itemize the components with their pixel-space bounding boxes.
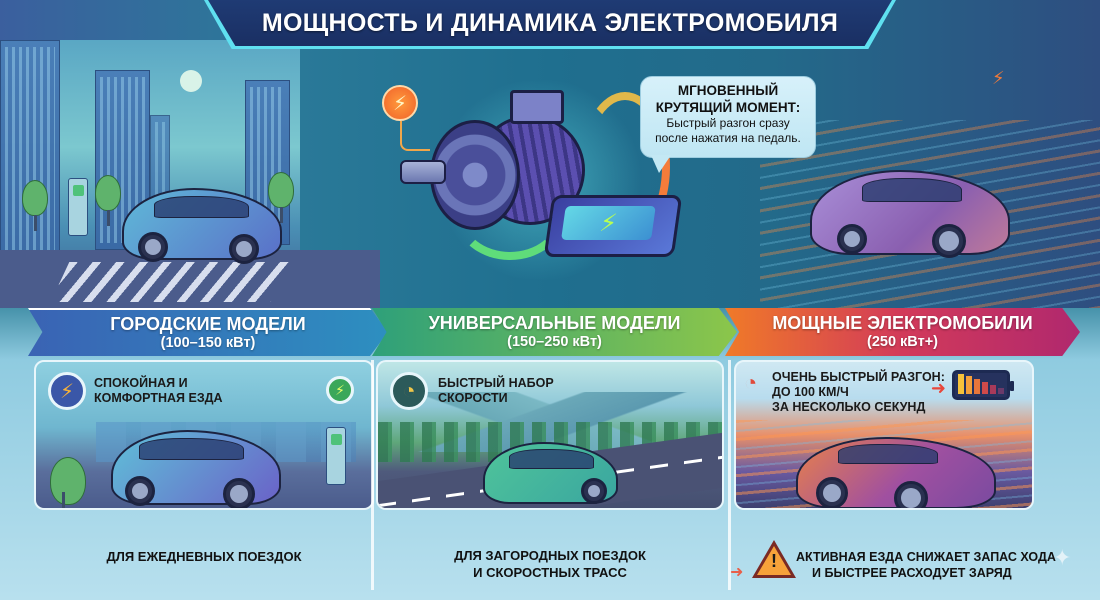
- arrow-right-icon: ➜: [730, 564, 744, 581]
- fast-speedometer-icon: ◔: [744, 370, 758, 395]
- callout-heading: МГНОВЕННЫЙ: [677, 83, 779, 98]
- page-title: МОЩНОСТЬ И ДИНАМИКА ЭЛЕКТРОМОБИЛЯ: [261, 8, 839, 37]
- tree-icon: [95, 175, 121, 226]
- card-powerful-evs: ◔ ОЧЕНЬ БЫСТРЫЙ РАЗГОН: ДО 100 КМ/Ч ЗА Н…: [734, 360, 1034, 510]
- ribbon-range: (100–150 кВт): [160, 335, 256, 351]
- warning-icon-fill: [757, 546, 791, 575]
- charging-icon: ⚡: [326, 376, 354, 404]
- city-car-illustration: [122, 188, 282, 264]
- battery-level-icon: [952, 370, 1014, 400]
- sparkle-icon: ✦: [1053, 545, 1072, 570]
- caption-universal: ДЛЯ ЗАГОРОДНЫХ ПОЕЗДОК И СКОРОСТНЫХ ТРАС…: [454, 548, 646, 580]
- ribbon-range: (150–250 кВт): [507, 334, 602, 350]
- curved-arrow-icon: [455, 170, 565, 260]
- motor-shaft: [400, 160, 446, 184]
- sports-car-illustration: [810, 170, 1010, 258]
- title-banner: МОЩНОСТЬ И ДИНАМИКА ЭЛЕКТРОМОБИЛЯ: [208, 0, 892, 46]
- charging-station-icon: [68, 178, 88, 236]
- feature-text: ОЧЕНЬ БЫСТРЫЙ РАЗГОН: ДО 100 КМ/Ч ЗА НЕС…: [772, 370, 945, 414]
- feature-text: СПОКОЙНАЯ И КОМФОРТНАЯ ЕЗДА: [94, 376, 223, 405]
- warning-mark: !: [771, 551, 777, 571]
- lightning-icon: ⚡: [382, 85, 418, 121]
- callout-body: Быстрый разгон сразу: [666, 116, 790, 130]
- motor-terminal-box: [510, 90, 564, 124]
- charging-station-icon: [326, 427, 346, 485]
- caption-powerful: АКТИВНАЯ ЕЗДА СНИЖАЕТ ЗАПАС ХОДА И БЫСТР…: [796, 550, 1056, 580]
- sun-icon: [180, 70, 202, 92]
- speedometer-icon: ◔: [390, 372, 428, 410]
- tree-icon: [268, 172, 294, 223]
- card-universal-models: ◔ БЫСТРЫЙ НАБОР СКОРОСТИ: [376, 360, 724, 510]
- crosswalk: [50, 262, 290, 302]
- connector-line: [400, 121, 430, 151]
- building: [0, 40, 60, 265]
- ribbon-range: (250 кВт+): [867, 334, 938, 350]
- tree-icon: [50, 457, 86, 508]
- callout-body: после нажатия на педаль.: [655, 131, 801, 145]
- tree-icon: [22, 180, 48, 231]
- caption-city: ДЛЯ ЕЖЕДНЕВНЫХ ПОЕЗДОК: [106, 549, 302, 564]
- hero-illustration: ⚡ ⚡ ⚡ МГНОВЕННЫЙ КРУТЯЩИЙ МОМЕНТ: Быстры…: [0, 0, 1100, 308]
- column-divider: [728, 360, 731, 590]
- card-city-models: ⚡ ⚡ СПОКОЙНАЯ И КОМФОРТНАЯ ЕЗДА: [34, 360, 374, 510]
- ribbon-title: ГОРОДСКИЕ МОДЕЛИ: [110, 314, 306, 334]
- ribbon-title: МОЩНЫЕ ЭЛЕКТРОМОБИЛИ: [772, 313, 1033, 333]
- ribbon-universal-models: УНИВЕРСАЛЬНЫЕ МОДЕЛИ (150–250 кВт): [372, 308, 737, 356]
- lightning-icon: ⚡: [48, 372, 86, 410]
- ribbon-title: УНИВЕРСАЛЬНЫЕ МОДЕЛИ: [428, 313, 681, 333]
- crossover-car-illustration: [483, 442, 618, 504]
- torque-callout: МГНОВЕННЫЙ КРУТЯЩИЙ МОМЕНТ: Быстрый разг…: [640, 76, 816, 173]
- city-car-illustration: [111, 430, 281, 508]
- feature-text: БЫСТРЫЙ НАБОР СКОРОСТИ: [438, 376, 554, 405]
- lightning-icon: ⚡: [992, 68, 1005, 88]
- callout-heading: КРУТЯЩИЙ МОМЕНТ:: [655, 100, 801, 115]
- column-divider: [371, 360, 374, 590]
- battery-icon: ⚡: [543, 195, 683, 257]
- ribbon-city-models: ГОРОДСКИЕ МОДЕЛИ (100–150 кВт): [28, 308, 388, 356]
- arrow-right-icon: ➜: [930, 378, 946, 398]
- ribbon-powerful-evs: МОЩНЫЕ ЭЛЕКТРОМОБИЛИ (250 кВт+): [725, 308, 1080, 356]
